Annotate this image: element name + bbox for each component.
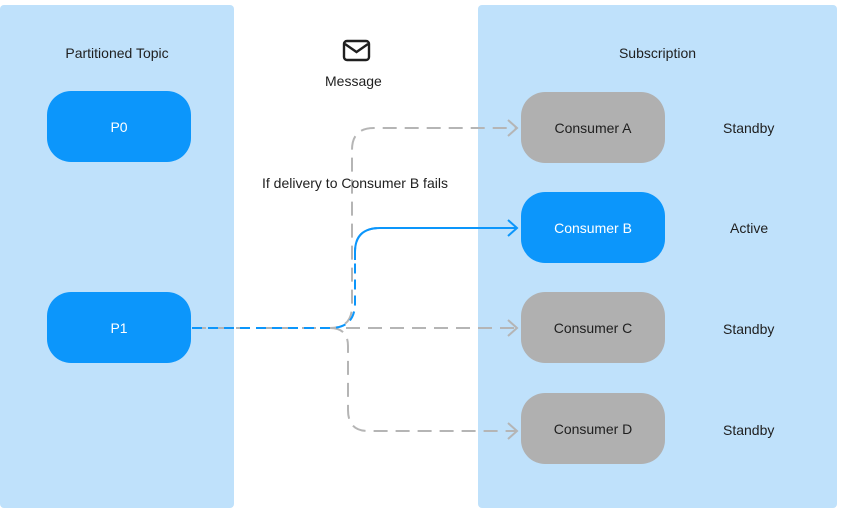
arrowhead-consumer-a: [507, 119, 519, 137]
partition-p1: P1: [47, 292, 191, 363]
consumer-d: Consumer D: [521, 393, 665, 464]
route-to-consumer-d: [329, 327, 516, 432]
route-to-consumer-b: [192, 227, 516, 329]
consumer-b: Consumer B: [521, 192, 665, 263]
route-to-consumer-a: [192, 127, 516, 329]
consumer-d-status: Standby: [723, 422, 775, 438]
partition-p0: P0: [47, 91, 191, 162]
consumer-c-status: Standby: [723, 321, 775, 337]
partitioned-topic-panel: Partitioned Topic: [0, 5, 234, 508]
message-label: Message: [325, 73, 382, 89]
subscription-title: Subscription: [618, 45, 697, 61]
consumer-b-status: Active: [730, 220, 769, 236]
consumer-c: Consumer C: [521, 292, 665, 363]
failover-annotation: If delivery to Consumer B fails: [262, 175, 448, 191]
arrowhead-consumer-b: [507, 219, 519, 237]
consumer-a: Consumer A: [521, 92, 665, 163]
partitioned-topic-title: Partitioned Topic: [65, 45, 169, 61]
arrowhead-consumer-c: [507, 319, 519, 337]
arrowhead-consumer-d: [507, 422, 519, 440]
consumer-a-status: Standby: [723, 120, 775, 136]
route-to-consumer-b-solid: [354, 227, 516, 260]
envelope-icon: [342, 39, 371, 62]
